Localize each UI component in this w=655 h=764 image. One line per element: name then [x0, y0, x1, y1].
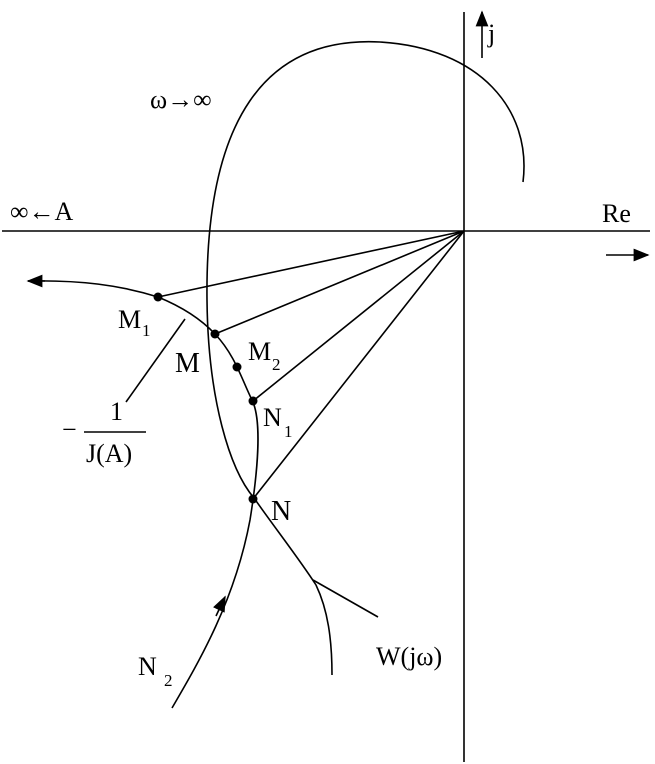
ray-m	[214, 230, 465, 335]
point-m	[210, 329, 220, 339]
w-label: W(jω)	[376, 642, 442, 671]
point-m1	[153, 292, 163, 302]
point-n	[248, 494, 258, 504]
describing-function-denominator: J(A)	[86, 439, 132, 468]
n-label: N	[271, 496, 291, 527]
n1-label: N	[263, 403, 282, 432]
point-n1	[248, 396, 258, 406]
m1-subscript: 1	[142, 321, 151, 340]
w-leader	[312, 579, 379, 618]
m-label: M	[175, 348, 200, 379]
m2-label: M	[248, 337, 271, 366]
m2-subscript: 2	[272, 355, 281, 374]
amplitude-infinity-label: ∞←A	[10, 197, 74, 226]
describing-function-numerator: 1	[110, 397, 123, 426]
omega-infinity-label: ω→∞	[150, 85, 212, 114]
ray-m1	[157, 230, 465, 298]
real-axis-label: Re	[602, 199, 631, 228]
n2-direction-arrow	[213, 595, 226, 617]
n1-subscript: 1	[284, 422, 293, 441]
ray-n	[252, 230, 465, 500]
describing-function-curve	[27, 280, 259, 709]
n2-label: N	[138, 652, 157, 681]
imaginary-axis-label: j	[487, 19, 495, 48]
describing-function-sign: −	[62, 415, 77, 444]
n2-subscript: 2	[164, 671, 173, 690]
point-m2	[232, 362, 242, 372]
m1-label: M	[118, 305, 141, 334]
ray-n1	[252, 230, 465, 402]
describing-function-leader	[125, 318, 186, 403]
